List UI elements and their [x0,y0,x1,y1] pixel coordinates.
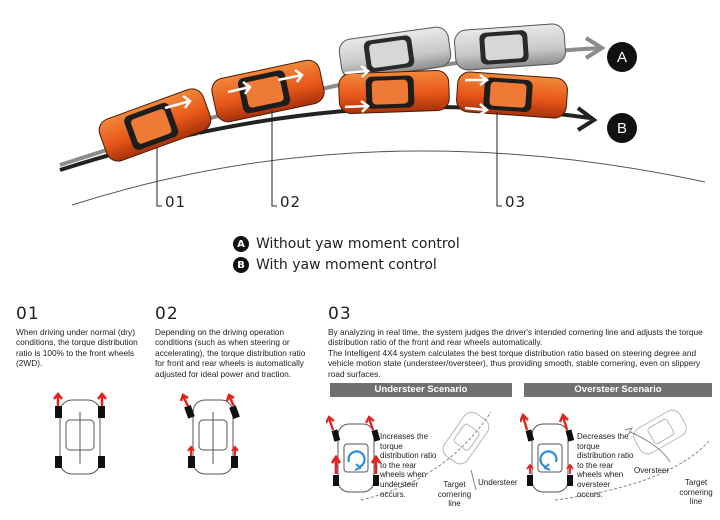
car-orange-4 [456,71,568,119]
understeer-scenario-bar: Understeer Scenario [330,383,512,397]
step-label-01: 01 [165,193,187,211]
car-top-view-02 [179,393,240,475]
legend-badge-b: B [233,257,249,273]
legend-badge-a: A [233,236,249,252]
route-marker-b: B [607,113,637,143]
section-text: By analyzing in real time, the system ju… [328,327,703,348]
car-gray-2 [454,23,566,71]
torque-arrows-icon [164,64,490,149]
arrowhead-a-icon [584,36,606,60]
oversteer-scenario-bar: Oversteer Scenario [524,383,712,397]
car-orange-2 [211,59,325,123]
understeer-description: Increases the torque distribution ratio … [380,432,437,499]
understeer-target-line-label: Target cornering line [437,480,472,509]
section-01: 01 When driving under normal (dry) condi… [16,304,138,369]
section-text: When driving under normal (dry) conditio… [16,327,138,369]
legend-item-a: A Without yaw moment control [233,236,460,252]
legend-text-b: With yaw moment control [256,257,437,273]
svg-text:A: A [617,49,627,66]
step-label-03: 03 [505,193,527,211]
car-top-view-01 [53,392,107,475]
understeer-graphic [326,411,492,501]
section-number: 01 [16,304,40,324]
svg-text:B: B [617,120,627,137]
oversteer-description: Decreases the torque distribution ratio … [577,432,634,499]
step-label-02: 02 [280,193,302,211]
arrowhead-b-icon [576,106,598,132]
oversteer-graphic [520,409,711,501]
section-number: 03 [328,304,352,324]
car-gray-1 [338,26,452,80]
cornering-diagram: A B [59,23,706,207]
car-orange-1 [98,88,212,162]
legend: A Without yaw moment control B With yaw … [233,236,460,273]
section-02: 02 Depending on the driving operation co… [155,304,310,379]
step-leaders [156,110,502,207]
section-text-2: The Intelligent 4X4 system calculates th… [328,347,701,379]
section-text: Depending on the driving operation condi… [155,327,306,379]
route-marker-a: A [607,42,637,72]
oversteer-target-line-label: Target cornering line [679,478,713,507]
section-number: 02 [155,304,179,324]
section-03: 03 By analyzing in real time, the system… [328,304,713,379]
legend-item-b: B With yaw moment control [233,257,460,273]
oversteer-tag: Oversteer [634,466,670,475]
understeer-tag: Understeer [478,478,518,487]
car-orange-3 [338,70,450,114]
legend-text-a: Without yaw moment control [256,236,460,252]
